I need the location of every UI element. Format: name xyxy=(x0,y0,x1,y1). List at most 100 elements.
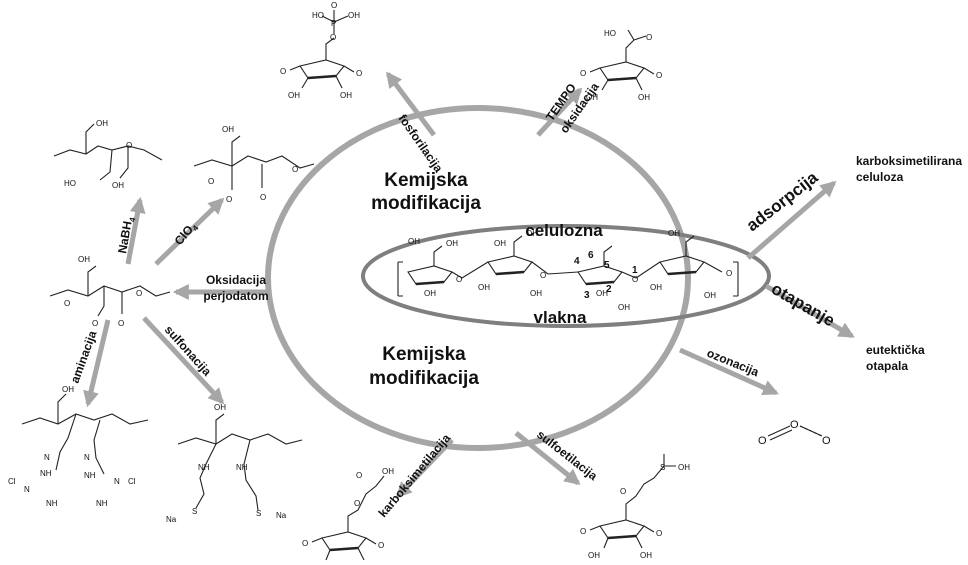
atom-OH: OH xyxy=(96,119,108,128)
atom-O: O xyxy=(656,71,662,80)
atom-NH: NH xyxy=(236,463,248,472)
outer-label-top-1: Kemijska xyxy=(384,170,468,191)
cellulose-chain: O O O O OH OH OH OH OH OH OH OH OH OH OH… xyxy=(397,229,739,312)
carbon-number-5: 5 xyxy=(604,260,610,271)
atom-N-plus: N xyxy=(24,485,30,494)
atom-O: O xyxy=(136,289,142,298)
outer-label-bottom-1: Kemijska xyxy=(382,344,466,365)
arrow-clo4 xyxy=(154,197,225,266)
atom-OH: OH xyxy=(424,289,436,298)
atom-O: O xyxy=(292,165,298,174)
arrow-sulfoetilacija xyxy=(514,431,581,486)
atom-O: O xyxy=(354,499,360,508)
atom-OH: OH xyxy=(214,403,226,412)
atom-O: O xyxy=(580,527,586,536)
arrow-fosforilacija xyxy=(386,71,436,137)
atom-O: O xyxy=(822,435,831,447)
arrow-otapanje xyxy=(764,283,855,339)
atom-OH: OH xyxy=(340,91,352,100)
atom-O: O xyxy=(540,271,546,280)
atom-Na: Na xyxy=(166,515,177,524)
inner-ellipse xyxy=(361,224,771,328)
atom-OH: OH xyxy=(382,467,394,476)
carbon-number-1: 1 xyxy=(632,265,638,276)
aminoguanidine-cellulose: OH N NH N NH N Cl NH N Cl NH xyxy=(8,385,149,508)
atom-O: O xyxy=(758,435,767,447)
arrow-karboksimetilacija xyxy=(395,438,454,499)
carbon-number-2: 2 xyxy=(606,284,612,295)
arrow-ozonacija xyxy=(678,347,779,396)
outer-ellipse xyxy=(265,105,691,451)
atom-OH: OH xyxy=(348,11,360,20)
atom-O: O xyxy=(580,69,586,78)
atom-N: N xyxy=(44,453,50,462)
carbon-number-3: 3 xyxy=(584,290,590,301)
label-oksidacija: Oksidacija xyxy=(206,273,266,287)
outer-label-top-2: modifikacija xyxy=(371,193,481,214)
atom-OH: OH xyxy=(588,551,600,560)
atom-O: O xyxy=(126,141,132,150)
atom-OH: OH xyxy=(408,237,420,246)
tempo-oxidised-glucose: HO O O O OH OH xyxy=(580,29,662,102)
product-karboksimetilirana-2: celuloza xyxy=(856,170,904,184)
atom-O: O xyxy=(331,1,337,10)
label-sulfonacija: sulfonacija xyxy=(162,323,215,379)
atom-O-minus: O xyxy=(226,195,232,204)
atom-O-minus: O xyxy=(260,193,266,202)
atom-OH: OH xyxy=(678,463,690,472)
atom-NH: NH xyxy=(198,463,210,472)
atom-Na: Na xyxy=(276,511,287,520)
atom-OH: OH xyxy=(704,291,716,300)
atom-OH: OH xyxy=(288,91,300,100)
atom-HO: HO xyxy=(312,11,324,20)
atom-N: N xyxy=(84,453,90,462)
atom-OH: OH xyxy=(668,229,680,238)
inner-label-top: celulozna xyxy=(525,221,603,240)
dialcohol-cellulose: OH HO OH O xyxy=(53,119,163,190)
product-eutekticka-1: eutektička xyxy=(866,343,925,357)
atom-S: S xyxy=(192,507,197,516)
atom-O: O xyxy=(620,487,626,496)
atom-OH: OH xyxy=(222,125,234,134)
product-karboksimetilirana-1: karboksimetilirana xyxy=(856,154,962,168)
carboxymethylated-glucose: O OH O O O xyxy=(302,467,394,561)
carbon-number-6: 6 xyxy=(588,250,594,261)
atom-OH: OH xyxy=(526,229,538,238)
atom-OH: OH xyxy=(640,551,652,560)
atom-O: O xyxy=(656,529,662,538)
atom-OH: OH xyxy=(638,93,650,102)
atom-OH: OH xyxy=(596,289,608,298)
inner-label-bottom: vlakna xyxy=(534,308,587,327)
atom-O: O xyxy=(92,319,98,328)
atom-O: O xyxy=(208,177,214,186)
atom-O: O xyxy=(64,299,70,308)
atom-OH: OH xyxy=(78,255,90,264)
atom-OH: OH xyxy=(478,283,490,292)
phosphorylated-glucose: O P O HO OH O O OH OH xyxy=(280,1,362,100)
atom-O: O xyxy=(790,419,799,431)
atom-OH: OH xyxy=(112,181,124,190)
atom-O: O xyxy=(302,539,308,548)
atom-NH2: NH xyxy=(46,499,58,508)
arrow-tempo xyxy=(536,87,583,137)
atom-O: O xyxy=(356,471,362,480)
atom-NH: NH xyxy=(40,469,52,478)
atom-OH: OH xyxy=(618,303,630,312)
atom-O: O xyxy=(356,69,362,78)
sulfoethylated-glucose: O S OH O O OH OH xyxy=(580,454,690,560)
arrow-sulfonacija xyxy=(142,316,225,405)
atom-NH: NH xyxy=(84,471,96,480)
atom-OH: OH xyxy=(494,239,506,248)
dicarboxyl-cellulose: OH O O O O xyxy=(193,125,315,204)
product-eutekticka-2: otapala xyxy=(866,359,908,373)
atom-O: O xyxy=(378,541,384,550)
atom-OH: OH xyxy=(62,385,74,394)
atom-HO: HO xyxy=(604,29,616,38)
ozone-molecule: O O O xyxy=(758,419,831,447)
atom-O: O xyxy=(330,33,336,42)
label-perjodatom: perjodatom xyxy=(203,289,268,303)
label-otapanje: otapanje xyxy=(768,279,838,330)
atom-O: O xyxy=(118,319,124,328)
atom-P: P xyxy=(331,19,336,28)
